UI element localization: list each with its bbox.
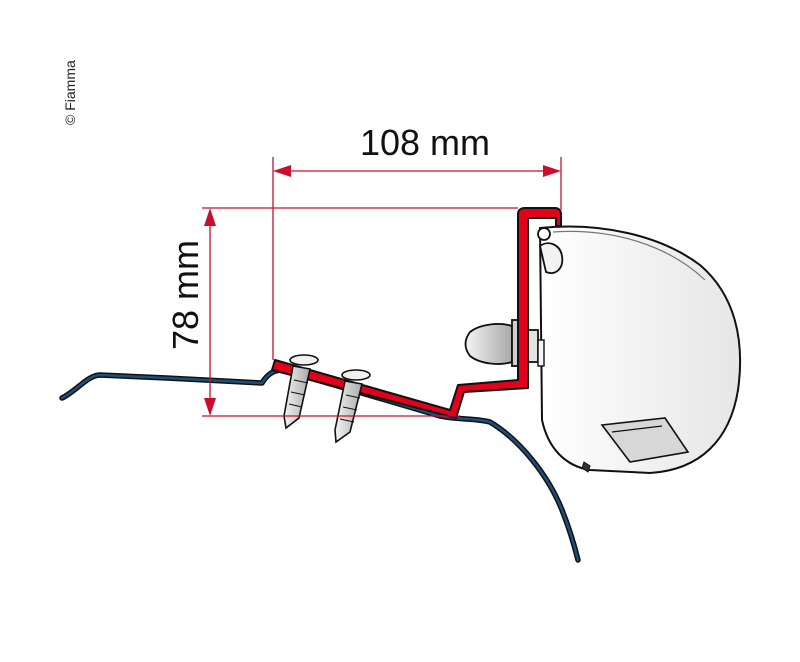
width-dimension-label: 108 mm: [359, 122, 491, 163]
copyright-label: © Fiamma: [62, 60, 78, 125]
awning-housing: [537, 225, 742, 475]
bolt-and-nut: [464, 319, 545, 367]
adapter-bracket: [271, 207, 562, 419]
screw-left: [283, 354, 319, 430]
screw-right: [334, 369, 371, 444]
dimension-height: [202, 207, 518, 417]
height-dimension-label: 78 mm: [165, 239, 206, 350]
dimension-width: [272, 157, 562, 360]
vehicle-roof-profile: [59, 367, 581, 563]
